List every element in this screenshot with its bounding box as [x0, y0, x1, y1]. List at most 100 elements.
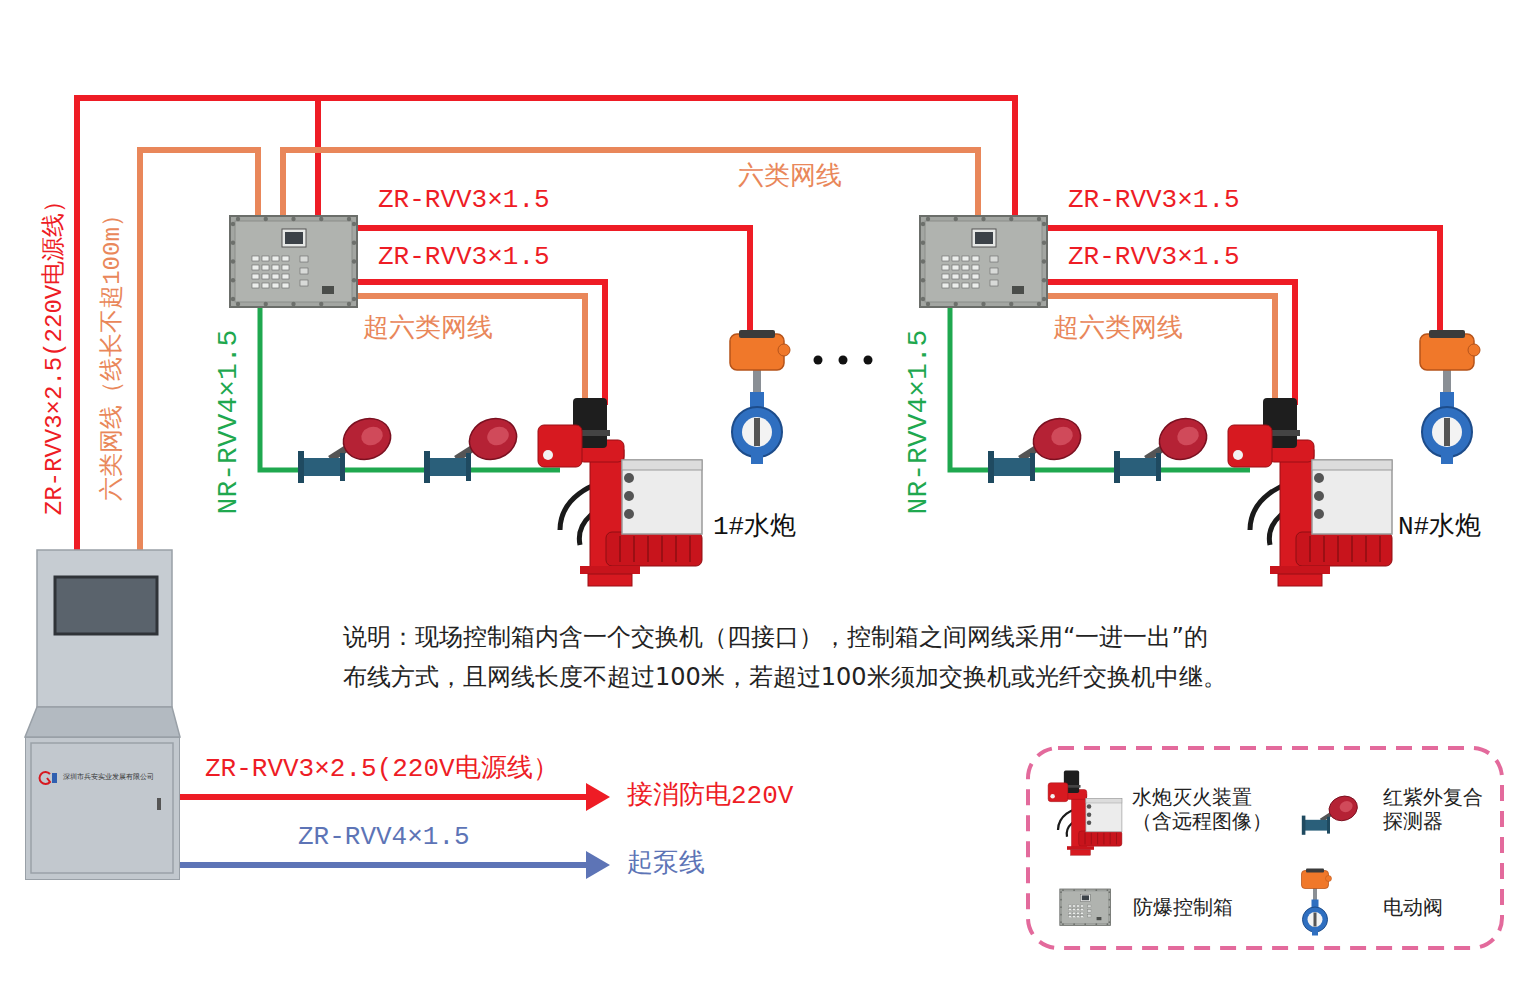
electric-valve-part [1313, 888, 1317, 902]
explosion-proof-control-box-part [262, 283, 269, 288]
fire-water-cannon-part [1085, 833, 1086, 845]
legend-icon [1302, 792, 1361, 835]
explosion-proof-control-box-part [1073, 905, 1076, 907]
explosion-proof-control-box-part [1077, 912, 1080, 914]
fire-water-cannon-part [1365, 536, 1367, 562]
explosion-proof-control-box-part [1073, 923, 1075, 925]
power-cable-wire [77, 98, 1015, 552]
explosion-proof-control-box-part [954, 217, 958, 221]
uv-ir-flame-detector [298, 412, 396, 483]
explosion-proof-control-box-part [926, 217, 930, 221]
explosion-proof-control-box-part [235, 221, 352, 302]
device-label: 1#水炮 [713, 513, 796, 543]
uv-ir-flame-detector-part [359, 424, 386, 448]
explosion-proof-control-box-part [236, 217, 240, 221]
explosion-proof-control-box-part [319, 302, 323, 306]
fire-water-cannon-part [1116, 833, 1117, 845]
explosion-proof-control-box-part [1069, 912, 1072, 914]
explosion-proof-control-box-part [1009, 302, 1013, 306]
fire-water-cannon [1228, 398, 1392, 586]
fire-water-cannon-part [675, 536, 677, 562]
electric-valve-part [1302, 871, 1329, 889]
fire-water-cannon-part [1050, 794, 1055, 799]
explosion-proof-control-box-part [1073, 916, 1076, 918]
cable-spec-label: ZR-RVV3×1.5 [1068, 186, 1240, 216]
explosion-proof-control-box-part [352, 259, 356, 263]
explosion-proof-control-box-part [231, 259, 235, 263]
explosion-proof-control-box-part [319, 217, 323, 221]
explosion-proof-control-box-part [1077, 916, 1080, 918]
explosion-proof-control-box-part [252, 283, 259, 288]
explosion-proof-control-box-part [952, 274, 959, 279]
fire-water-cannon-part [1086, 799, 1122, 832]
main-control-cabinet-part [37, 550, 172, 707]
fire-water-cannon-part [1071, 850, 1091, 855]
explosion-proof-control-box-part [1109, 906, 1111, 908]
explosion-proof-control-box-part [1081, 912, 1084, 914]
fire-water-cannon-part [1048, 783, 1068, 802]
legend-text: 电动阀 [1383, 895, 1443, 919]
explosion-proof-control-box-part [962, 265, 969, 270]
power-supply-arrow [180, 794, 588, 800]
fire-water-cannon-part [1103, 833, 1104, 845]
cable-spec-label: ZR-RVV3×1.5 [378, 186, 550, 216]
explosion-proof-control-box-part [1037, 217, 1041, 221]
uv-ir-flame-detector [424, 412, 522, 483]
uv-ir-flame-detector-part [338, 412, 397, 466]
explosion-proof-control-box-part [1062, 889, 1064, 891]
explosion-proof-control-box-part [1060, 906, 1062, 908]
fire-water-cannon-part [606, 532, 702, 566]
explosion-proof-control-box-part [981, 302, 985, 306]
uv-ir-flame-detector-part [426, 458, 470, 476]
continuation-dot [814, 356, 823, 365]
explosion-proof-control-box-part [1081, 916, 1084, 918]
fire-water-cannon-part [622, 460, 702, 470]
explosion-proof-control-box-part [972, 283, 979, 288]
uv-ir-flame-detector-part [424, 451, 430, 483]
explosion-proof-control-box-part [921, 241, 925, 245]
explosion-proof-control-box-part [925, 221, 1042, 302]
uv-ir-flame-detector [1114, 412, 1212, 483]
explosion-proof-control-box-part [952, 265, 959, 270]
explosion-proof-control-box-part [1088, 915, 1091, 917]
explosion-proof-control-box-part [1095, 923, 1097, 925]
legend-frame [1028, 748, 1502, 948]
cabinet-door [26, 738, 179, 879]
fire-water-cannon-part [1309, 536, 1311, 562]
power-cable-wire [315, 98, 321, 218]
explosion-proof-control-box-part [1009, 217, 1013, 221]
explosion-proof-control-box-part [272, 265, 279, 270]
uv-ir-flame-detector [988, 412, 1086, 483]
explosion-proof-control-box-part [262, 256, 269, 261]
uv-ir-flame-detector-part [1175, 424, 1202, 448]
legend-icon [1060, 889, 1111, 925]
electric-valve-part [1312, 931, 1318, 936]
fire-water-cannon-part [1233, 450, 1243, 460]
explosion-proof-control-box-part [972, 229, 996, 247]
fire-water-cannon-part [1110, 833, 1111, 845]
explosion-proof-control-box-part [1084, 923, 1086, 925]
electric-valve-part [1441, 454, 1453, 464]
explosion-proof-control-box-part [252, 265, 259, 270]
explosion-proof-control-box-part [272, 274, 279, 279]
fire-water-cannon-part [1379, 536, 1381, 562]
fire-water-cannon-part [1087, 804, 1092, 809]
explosion-proof-control-box-part [347, 217, 351, 221]
uv-ir-flame-detector-part [340, 453, 345, 481]
fire-water-cannon-part [1314, 473, 1324, 483]
company-name: 深圳市兵安实业发展有限公司 [63, 774, 154, 781]
fire-water-cannon-part [580, 566, 640, 574]
detector-cable-wire [950, 305, 1250, 470]
fire-water-cannon-part [1087, 821, 1092, 826]
uv-ir-flame-detector-part [988, 451, 994, 483]
cable-spec-label: NR-RVV4×1.5 [213, 330, 245, 515]
explosion-proof-control-box-part [1088, 910, 1091, 912]
explosion-proof-control-box-part [921, 297, 925, 301]
network-cable-label: 超六类网线 [1053, 315, 1183, 345]
explosion-proof-control-box-part [1097, 917, 1102, 920]
electric-valve-part [753, 368, 761, 396]
electric-valve-part [1443, 368, 1451, 396]
explosion-proof-control-box-part [272, 283, 279, 288]
uv-ir-flame-detector-part [1116, 458, 1160, 476]
